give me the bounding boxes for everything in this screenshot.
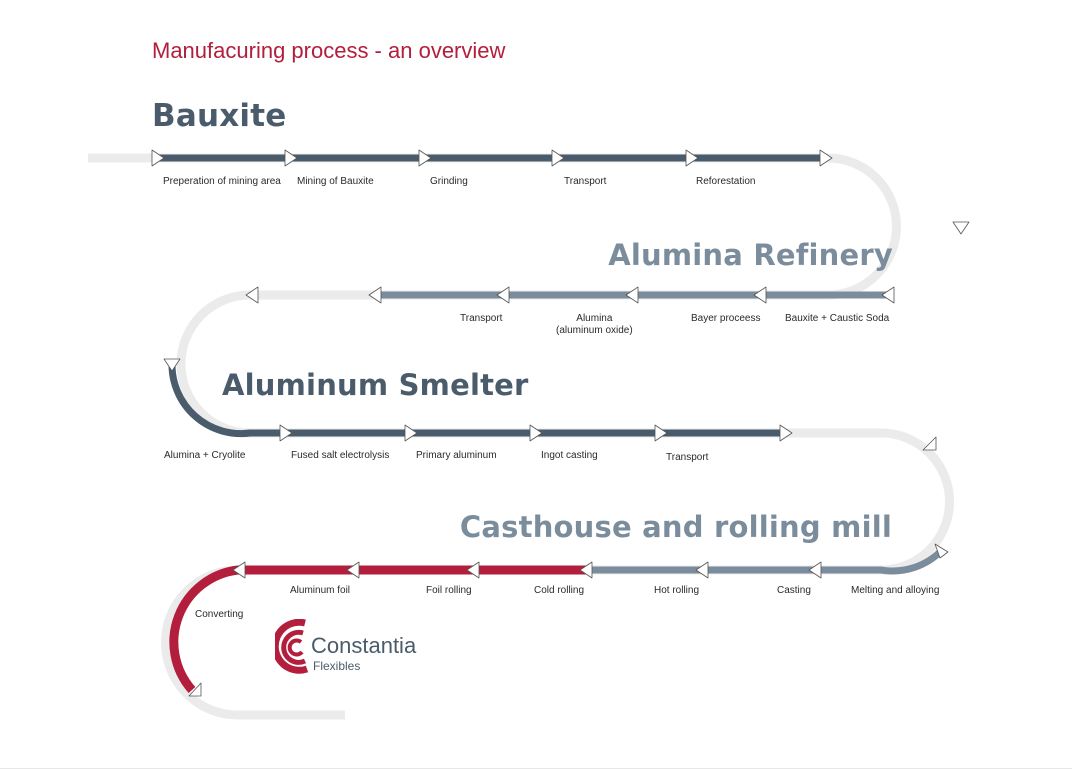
step-label: Reforestation: [696, 176, 756, 187]
track-rolling-red: [169, 565, 590, 693]
track-aluminum-smelter: [168, 363, 786, 438]
arrow-marker-icon: [753, 286, 767, 304]
step-label: Primary aluminum: [416, 450, 497, 461]
step-label: Melting and alloying: [851, 585, 940, 596]
logo-name: Constantia: [311, 633, 417, 658]
arrow-marker-icon: [881, 286, 895, 304]
arrow-marker-icon: [466, 561, 480, 579]
step-label: Converting: [195, 609, 244, 620]
arrow-marker-icon: [819, 149, 833, 167]
arrow-marker-icon: [808, 561, 822, 579]
arrow-marker-icon: [579, 561, 593, 579]
constantia-logo-icon: [275, 619, 309, 674]
arrow-marker-icon: [279, 424, 293, 442]
step-label: Aluminum foil: [290, 585, 351, 596]
step-label: Ingot casting: [541, 450, 598, 461]
step-label: Mining of Bauxite: [297, 176, 374, 187]
arrow-marker-icon: [695, 561, 709, 579]
arrow-marker-icon: [934, 543, 949, 559]
step-label: Preperation of mining area: [163, 176, 281, 187]
step-label: Bauxite + Caustic Soda: [785, 313, 890, 324]
step-label: Alumina + Cryolite: [164, 450, 246, 461]
step-label-line: (aluminum oxide): [556, 325, 633, 336]
step-label: Hot rolling: [654, 585, 700, 596]
arrow-marker-icon: [163, 358, 181, 372]
track-casthouse: [590, 547, 945, 575]
arrow-marker-icon: [418, 149, 432, 167]
stage-title-bauxite: Bauxite: [152, 98, 287, 134]
constantia-logo: Constantia Flexibles: [275, 619, 435, 675]
step-label: Alumina (aluminum oxide): [556, 313, 633, 337]
arrow-marker-icon: [529, 424, 543, 442]
arrow-marker-icon: [685, 149, 699, 167]
arrow-marker-icon: [232, 561, 246, 579]
stage-title-casthouse: Casthouse and rolling mill: [459, 510, 892, 544]
arrow-marker-icon: [779, 424, 793, 442]
arrow-marker-icon: [654, 424, 668, 442]
arrow-marker-icon: [496, 286, 510, 304]
step-label: Bayer proceess: [691, 313, 761, 324]
step-label: Transport: [666, 452, 709, 463]
step-label: Grinding: [430, 176, 468, 187]
arrow-marker-icon: [346, 561, 360, 579]
step-label: Fused salt electrolysis: [291, 450, 390, 461]
arrow-marker-icon: [245, 286, 259, 304]
logo-sub: Flexibles: [313, 659, 361, 673]
step-label: Foil rolling: [426, 585, 472, 596]
step-label: Transport: [564, 176, 607, 187]
page-title: Manufacuring process - an overview: [152, 38, 506, 63]
step-label: Casting: [777, 585, 811, 596]
step-label-line: Alumina: [576, 313, 613, 324]
arrow-marker-icon: [284, 149, 298, 167]
arrow-marker-icon: [188, 682, 202, 697]
arrow-marker-icon: [922, 436, 937, 451]
arrow-marker-icon: [368, 286, 382, 304]
stage-title-aluminum-smelter: Aluminum Smelter: [222, 368, 529, 402]
stage-title-alumina-refinery: Alumina Refinery: [608, 238, 893, 272]
arrow-marker-icon: [404, 424, 418, 442]
step-label: Cold rolling: [534, 585, 585, 596]
step-label: Transport: [460, 313, 503, 324]
arrow-marker-icon: [151, 149, 165, 167]
track-background: [88, 153, 954, 720]
arrow-marker-icon: [952, 221, 970, 235]
arrow-marker-icon: [625, 286, 639, 304]
arrow-marker-icon: [551, 149, 565, 167]
bottom-divider: [0, 768, 1072, 769]
